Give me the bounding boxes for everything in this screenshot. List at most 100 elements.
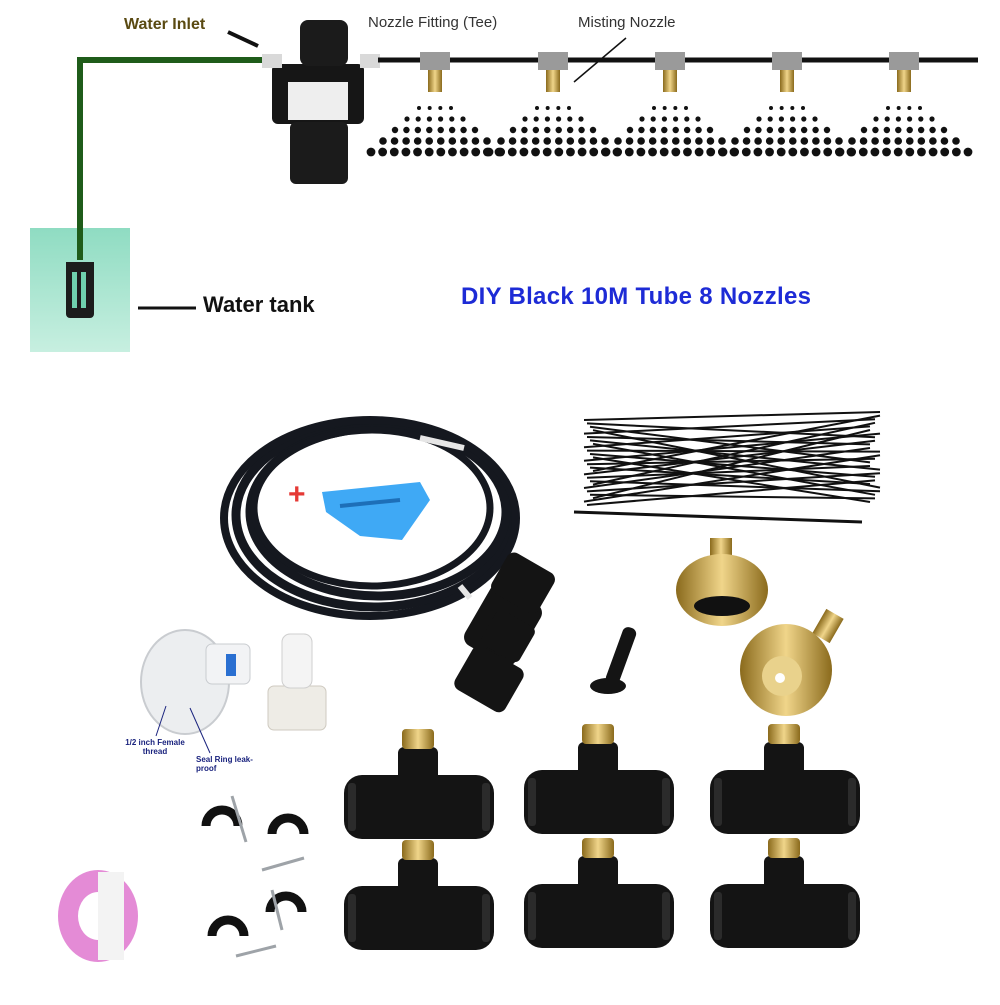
mist-dot xyxy=(496,147,506,157)
mist-dot xyxy=(895,116,902,122)
mist-dot xyxy=(415,116,421,122)
mist-dot xyxy=(683,137,692,145)
clip-nails xyxy=(230,795,305,958)
mist-dot xyxy=(650,116,656,122)
mist-dot xyxy=(648,147,657,157)
mist-dot xyxy=(671,147,681,157)
mist-dot xyxy=(765,147,774,157)
tee-fitting xyxy=(710,838,860,948)
mist-dot xyxy=(929,116,935,122)
mist-dot xyxy=(769,106,773,110)
cable-tie xyxy=(586,449,881,453)
mist-dot xyxy=(754,137,762,145)
mist-dot xyxy=(882,137,891,145)
mist-dot xyxy=(790,106,795,110)
mist-dot xyxy=(413,147,422,157)
mist-dot xyxy=(882,147,891,157)
mist-dot xyxy=(544,126,551,134)
cable-tie xyxy=(592,456,871,503)
brass-nozzle-small xyxy=(768,838,800,858)
mist-dot xyxy=(673,116,679,122)
mist-dot xyxy=(884,116,890,122)
mist-dot xyxy=(414,126,422,134)
mist-dot xyxy=(555,126,562,134)
mist-dot xyxy=(601,137,609,145)
misting-nozzle-label: Misting Nozzle xyxy=(578,14,676,31)
seal-ring-label: Seal Ring leak-proof xyxy=(196,755,253,773)
mist-dot xyxy=(533,116,539,122)
mist-dot xyxy=(520,137,528,145)
mist-dot xyxy=(730,147,740,157)
mist-dot xyxy=(694,147,704,157)
water-inlet-pointer xyxy=(227,30,259,48)
mist-dot xyxy=(662,106,667,110)
tee-fitting xyxy=(524,724,674,834)
mist-dot xyxy=(448,137,457,145)
cable-tie xyxy=(583,454,881,503)
mist-dot xyxy=(918,106,922,110)
mist-dot xyxy=(788,147,798,157)
mist-dot xyxy=(823,126,831,134)
nozzle-icon xyxy=(772,52,802,92)
mist-dot xyxy=(683,147,692,157)
mist-dot xyxy=(755,126,762,134)
mist-dot xyxy=(519,147,529,157)
ptfe-tape-roll xyxy=(58,870,138,962)
female-adapter xyxy=(267,633,327,731)
mist-dot xyxy=(777,137,786,145)
cable-tie xyxy=(586,422,876,439)
mist-dot xyxy=(718,147,728,157)
mist-dot xyxy=(636,147,646,157)
mist-dot xyxy=(648,137,657,145)
mist-dot xyxy=(870,147,880,157)
mist-dot xyxy=(801,116,807,122)
mist-dot xyxy=(800,137,809,145)
mist-dot xyxy=(471,126,479,134)
mist-dot xyxy=(624,147,634,157)
mist-dot xyxy=(378,147,388,157)
filter-icon xyxy=(66,262,94,318)
mist-dot xyxy=(963,147,973,157)
mist-dot xyxy=(835,147,845,157)
cable-tie xyxy=(583,411,881,421)
tube-cutter-icon xyxy=(322,482,430,540)
mist-dot xyxy=(767,116,773,122)
mist-dot xyxy=(614,137,622,145)
mist-dot xyxy=(790,116,796,122)
brass-nozzle-small xyxy=(402,840,434,860)
mist-dot xyxy=(578,116,584,122)
mist-dot xyxy=(673,106,678,110)
mist-dot xyxy=(718,137,726,145)
mist-dot xyxy=(566,137,575,145)
mist-dot xyxy=(789,126,796,134)
mist-dot xyxy=(907,116,913,122)
brass-nozzle xyxy=(676,538,768,626)
mist-dot xyxy=(404,116,410,122)
tee-fitting xyxy=(344,840,494,950)
mist-dot xyxy=(531,137,540,145)
mist-dot xyxy=(742,137,751,145)
mist-dot xyxy=(776,147,786,157)
seal-pointer xyxy=(189,707,211,754)
mist-dot xyxy=(637,137,645,145)
mist-dot xyxy=(578,126,585,134)
mist-dot xyxy=(507,147,517,157)
mist-dot xyxy=(448,126,456,134)
mist-dot xyxy=(893,147,903,157)
mist-dot xyxy=(436,147,446,157)
mist-dot xyxy=(940,126,948,134)
cable-tie xyxy=(592,421,876,486)
mist-dot xyxy=(577,147,587,157)
cable-tie xyxy=(583,425,871,449)
mist-dot xyxy=(695,137,703,145)
mist-dot xyxy=(823,137,832,145)
cable-tie xyxy=(583,418,876,435)
nozzle-icon xyxy=(420,52,450,92)
mist-dot xyxy=(778,126,785,134)
mist-dot xyxy=(951,147,961,157)
mist-dot xyxy=(871,137,879,145)
water-tank-label: Water tank xyxy=(203,292,315,317)
mist-dot xyxy=(859,137,868,145)
cable-tie xyxy=(589,466,871,485)
mist-dot xyxy=(940,137,949,145)
